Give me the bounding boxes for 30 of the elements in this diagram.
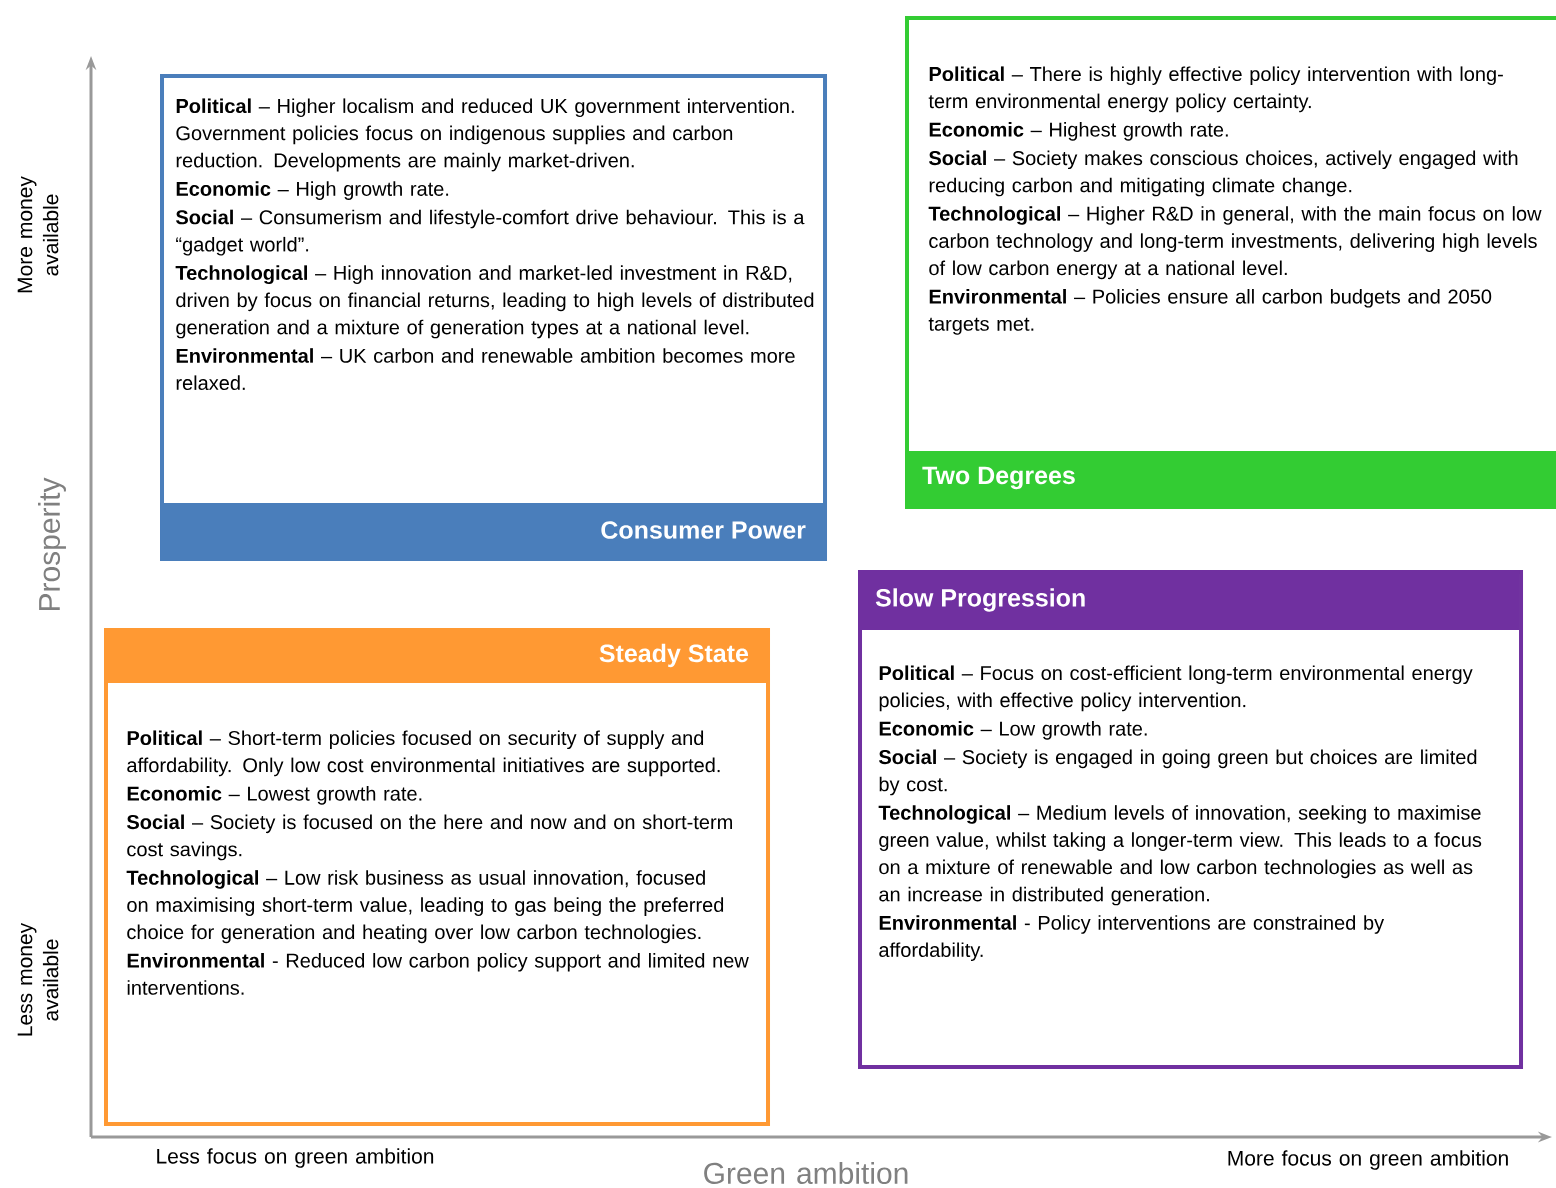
paragraph: Technological – High innovation and market-led investment in R&D, driven by focus on financial returns, leading to high levels of distributed generation and a mixture of generation types at a national level. — [175, 265, 814, 339]
paragraph: Environmental - Reduced low carbon policy support and limited new interventions. — [127, 953, 749, 995]
heading-band: Two Degrees — [905, 451, 1556, 505]
heading-band: Slow Progression — [858, 570, 1519, 630]
heading-band: Steady State — [104, 628, 766, 683]
paragraph: Social – Society is engaged in going green but choices are limited by cost. — [879, 749, 1477, 796]
paragraph: Environmental - Policy interventions are constrained by affordability. — [879, 915, 1385, 961]
heading-band: Consumer Power — [160, 503, 823, 557]
paragraph: Political – Higher localism and reduced UK government intervention. Government policies focus on indigenous supplies and carbon reduction. Developments are mainly market-driven. — [176, 98, 794, 172]
paragraph: Social – Society is focused on the here and now and on short-term cost savings. — [126, 814, 732, 861]
axis-label: Green ambition — [704, 1162, 908, 1184]
paragraph: Technological – Higher R&D in general, with the main focus on low carbon technology and long-term investments, delivering high levels of low carbon energy at a national level. — [928, 206, 1542, 280]
axis-label: More money available — [17, 176, 59, 293]
axis-label: More focus on green ambition — [1228, 1150, 1508, 1170]
paragraph: Economic – Highest growth rate. — [929, 122, 1228, 141]
paragraph: Social – Consumerism and lifestyle-comfort drive behaviour. This is a “gadget world”. — [175, 209, 805, 256]
paragraph: Environmental – UK carbon and renewable ambition becomes more relaxed. — [176, 348, 795, 391]
paragraph: Social – Society makes conscious choices, actively engaged with reducing carbon and mitigating climate change. — [929, 150, 1518, 197]
paragraph: Technological – Low risk business as usual innovation, focused on maximising short-term value, leading to gas being the preferred choice for generation and heating over low carbon technologies. — [126, 870, 724, 944]
axis-label: Less focus on green ambition — [157, 1148, 434, 1168]
paragraph: Political – There is highly effective policy intervention with long-term environmental energy policy certainty. — [928, 66, 1503, 113]
paragraph: Economic – Lowest growth rate. — [127, 786, 422, 805]
paragraph: Political – Short-term policies focused on security of supply and affordability. Only low cost environmental initiatives are supported. — [127, 730, 720, 777]
axis-label: Prosperity — [38, 477, 66, 611]
paragraph: Environmental – Policies ensure all carbon budgets and 2050 targets met. — [928, 288, 1492, 335]
paragraph: Political – Focus on cost-efficient long-term environmental energy policies, with effective policy intervention. — [879, 665, 1473, 712]
paragraph: Economic – Low growth rate. — [879, 721, 1147, 740]
paragraph: Economic – High growth rate. — [176, 181, 449, 200]
paragraph: Technological – Medium levels of innovation, seeking to maximise green value, whilst taking a longer-term view. This leads to a focus on a mixture of renewable and low carbon technologies as well as an increase in distributed generation. — [878, 805, 1482, 906]
axis-label: Less money available — [17, 922, 59, 1036]
